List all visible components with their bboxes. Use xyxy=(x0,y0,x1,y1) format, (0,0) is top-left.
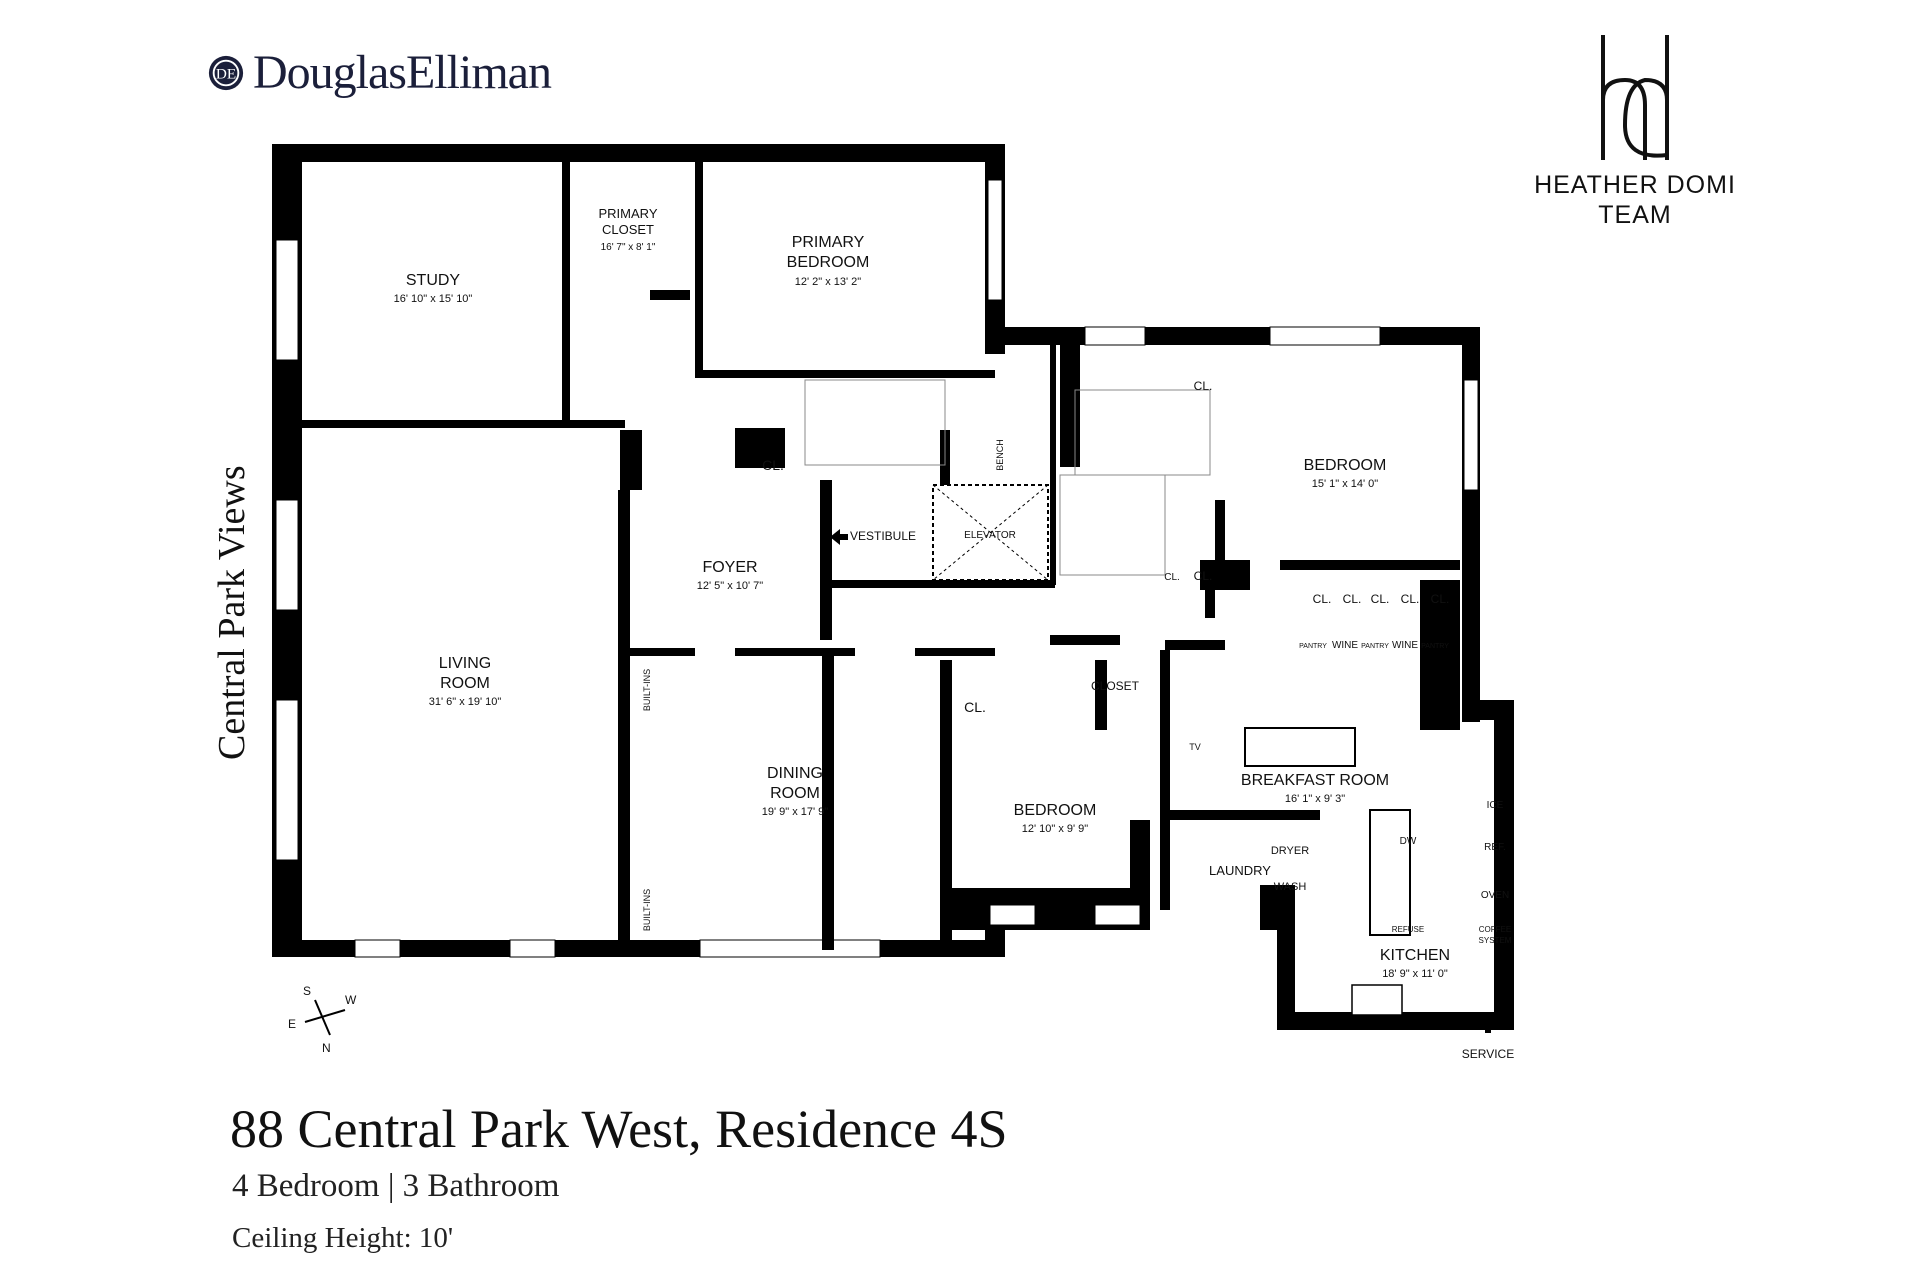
douglas-elliman-logo: DE DouglasElliman xyxy=(207,45,552,100)
windows xyxy=(275,179,1479,958)
bedroom-s-dims: 12' 10" x 9' 9" xyxy=(1022,823,1089,835)
kitchen-label: KITCHEN xyxy=(1380,947,1450,964)
room-labels: STUDY 16' 10" x 15' 10" PRIMARY CLOSET 1… xyxy=(394,206,1450,980)
closet-cl-hall-1: CL. xyxy=(1164,572,1180,583)
closet-cl-bedroom-s: CL. xyxy=(964,699,986,715)
primary-closet-label-1: PRIMARY xyxy=(599,206,658,221)
closet-cl-foyer: CL. xyxy=(762,457,784,473)
bedroom-ne-label: BEDROOM xyxy=(1304,457,1387,474)
closet-cl-bedroom-5: CL. xyxy=(1431,592,1450,606)
kitchen-island xyxy=(1369,809,1411,936)
elevator-label: ELEVATOR xyxy=(964,530,1016,541)
living-room-label-1: LIVING xyxy=(439,655,491,672)
closet-cl-hall-2: CL. xyxy=(1194,569,1213,583)
ref-label: REF. xyxy=(1484,842,1506,853)
listing-address: 88 Central Park West, Residence 4S xyxy=(230,1099,1008,1159)
coffee-label-2: SYSTEM xyxy=(1479,936,1512,945)
vestibule-arrow-icon xyxy=(830,529,848,545)
vestibule-label: VESTIBULE xyxy=(850,529,916,543)
bathroom-tile-floors xyxy=(804,379,1211,576)
primary-closet-dims: 16' 7" x 8' 1" xyxy=(601,242,656,253)
foyer-label: FOYER xyxy=(702,559,757,576)
builtins-label-1: BUILT-INS xyxy=(642,669,652,711)
ice-label: ICE xyxy=(1487,800,1504,811)
brand-wordmark: DouglasElliman xyxy=(253,46,552,99)
hd-monogram-icon xyxy=(1601,35,1669,160)
primary-bedroom-label-2: BEDROOM xyxy=(787,254,870,271)
service-label: SERVICE xyxy=(1462,1047,1514,1061)
tv-label: TV xyxy=(1189,742,1201,752)
breakfast-room-dims: 16' 1" x 9' 3" xyxy=(1285,793,1345,805)
kitchen-dims: 18' 9" x 11' 0" xyxy=(1382,968,1448,980)
de-monogram-icon: DE xyxy=(208,55,244,90)
wine-2: WINE xyxy=(1392,640,1418,651)
study-dims: 16' 10" x 15' 10" xyxy=(394,293,473,305)
compass-n: N xyxy=(322,1041,331,1055)
compass-e: E xyxy=(288,1017,296,1031)
primary-bedroom-dims: 12' 2" x 13' 2" xyxy=(795,276,862,288)
closet-cl-bedroom-1: CL. xyxy=(1313,592,1332,606)
breakfast-table xyxy=(1244,727,1356,767)
laundry-label: LAUNDRY xyxy=(1209,863,1271,878)
dryer-label: DRYER xyxy=(1271,845,1309,857)
living-room-label-2: ROOM xyxy=(440,675,490,692)
bedroom-s-label: BEDROOM xyxy=(1014,802,1097,819)
closet-cl-bedroom-4: CL. xyxy=(1401,592,1420,606)
primary-bedroom-label-1: PRIMARY xyxy=(792,234,865,251)
refuse-label: REFUSE xyxy=(1392,925,1424,934)
bedroom-ne-dims: 15' 1" x 14' 0" xyxy=(1312,478,1379,490)
closet-cl-bedroom-3: CL. xyxy=(1371,592,1390,606)
team-name-line2: TEAM xyxy=(1598,201,1672,229)
pantry-2: PANTRY xyxy=(1361,643,1389,650)
fixture-labels: CL. CL. CL. CL. CL. CL. CL. CL. CL. CL. … xyxy=(762,379,1514,1061)
primary-closet-label-2: CLOSET xyxy=(602,222,654,237)
pantry-3: PANTRY xyxy=(1421,643,1449,650)
svg-text:DE: DE xyxy=(216,65,236,82)
study-label: STUDY xyxy=(406,272,461,289)
heather-domi-team-logo: HEATHER DOMI TEAM xyxy=(1515,30,1755,230)
range-cooktop xyxy=(1351,984,1403,1016)
listing-ceiling-height: Ceiling Height: 10' xyxy=(232,1222,454,1254)
dining-room-label-2: ROOM xyxy=(770,785,820,802)
listing-beds-baths: 4 Bedroom | 3 Bathroom xyxy=(232,1168,560,1204)
builtins-label-2: BUILT-INS xyxy=(642,889,652,931)
closet-cl-bath: CL. xyxy=(1194,379,1213,393)
compass-w: W xyxy=(345,993,357,1007)
compass-icon xyxy=(304,999,346,1036)
breakfast-room-label: BREAKFAST ROOM xyxy=(1241,772,1389,789)
closet-label: CLOSET xyxy=(1091,679,1140,693)
bench-label: BENCH xyxy=(995,439,1005,471)
oven-label: OVEN xyxy=(1481,890,1509,901)
pantry-1: PANTRY xyxy=(1299,643,1327,650)
closet-cl-bedroom-2: CL. xyxy=(1343,592,1362,606)
foyer-dims: 12' 5" x 10' 7" xyxy=(697,580,764,592)
dining-room-dims: 19' 9" x 17' 9" xyxy=(762,806,829,818)
service-arrow-icon xyxy=(1480,1015,1496,1033)
interior-walls xyxy=(300,162,1460,950)
wine-1: WINE xyxy=(1332,640,1358,651)
coffee-label-1: COFFEE xyxy=(1479,925,1511,934)
team-name-line1: HEATHER DOMI xyxy=(1534,171,1736,199)
dining-room-label-1: DINING xyxy=(767,765,823,782)
dw-label: DW xyxy=(1400,836,1417,847)
compass-s: S xyxy=(303,984,311,998)
wash-label: WASH xyxy=(1274,881,1307,893)
living-room-dims: 31' 6" x 19' 10" xyxy=(429,696,502,708)
